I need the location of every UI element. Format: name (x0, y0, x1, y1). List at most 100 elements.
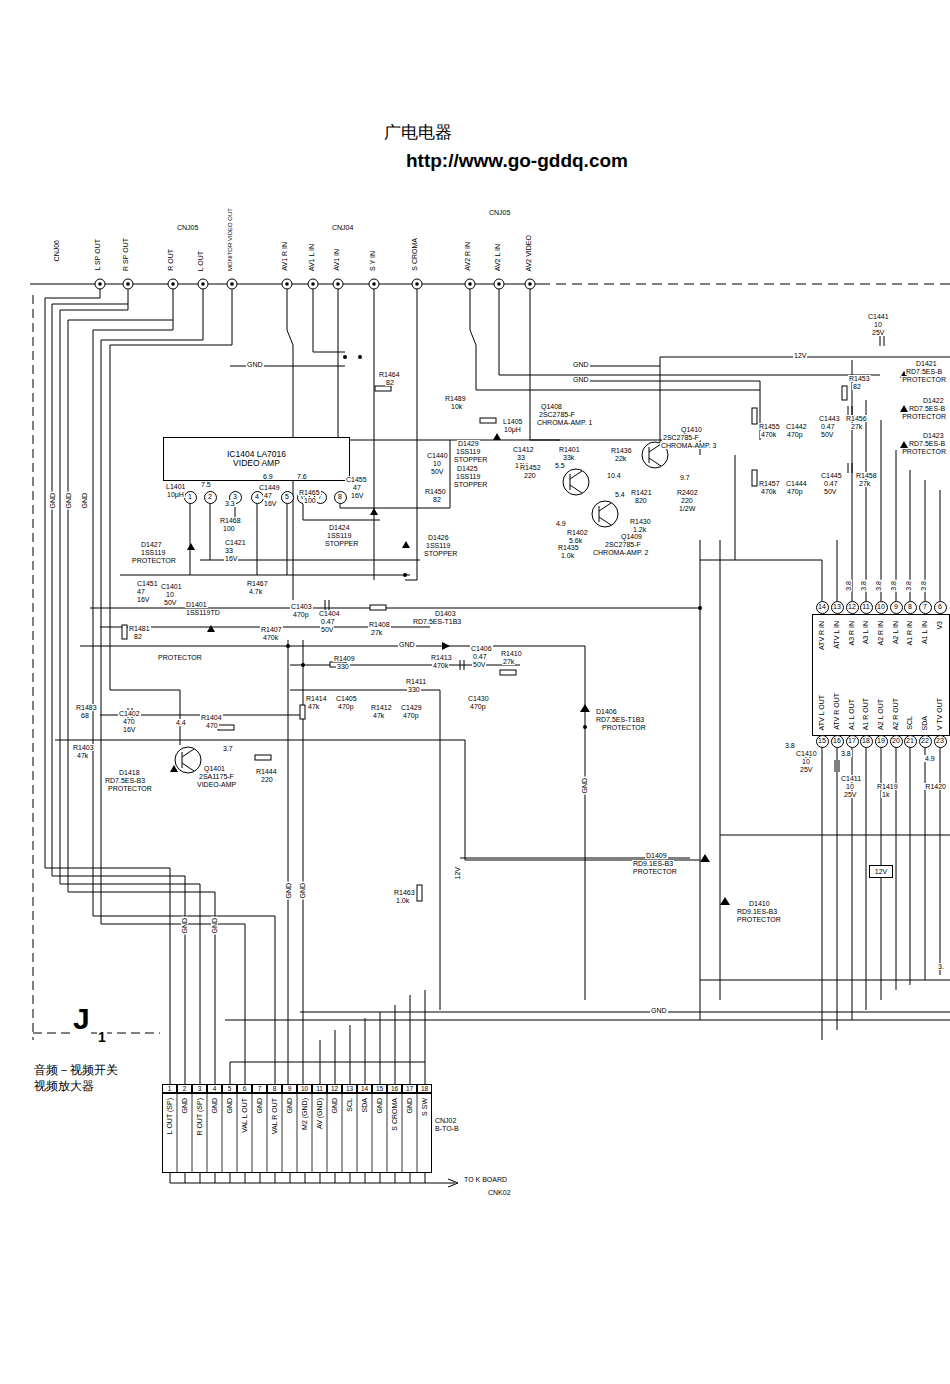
component-label: 10 (165, 591, 175, 598)
connector-pin: 8 (267, 1084, 282, 1093)
column-divider (297, 1094, 298, 1172)
component-label: R1452 (519, 464, 542, 471)
pin-name: AV (GND) (316, 1097, 323, 1130)
component-label: 7.5 (200, 481, 212, 488)
pin-name: VAL L OUT (241, 1097, 248, 1134)
pin-number: 16 (388, 1085, 401, 1092)
pin-name: SDA (361, 1097, 368, 1113)
component-label: 50V (472, 661, 486, 668)
component-label: 82 (852, 383, 862, 390)
component-label: 470p (337, 703, 355, 710)
component-label: 470k (432, 662, 449, 669)
column-divider (312, 1094, 313, 1172)
pin-circle: 16 (831, 735, 844, 748)
pin-ring (919, 735, 931, 747)
pin-name: R OUT (SP) (196, 1097, 203, 1137)
component-label: 0.47 (823, 480, 839, 487)
component-label: GND (299, 882, 306, 900)
component-label: C1421 (224, 539, 247, 546)
component-label: GND (650, 1007, 668, 1014)
component-label: 10 (432, 460, 442, 467)
component-label: 1SS119 (455, 448, 481, 455)
column-divider (342, 1094, 343, 1172)
component-label: 16V (136, 596, 150, 603)
component-label: 220 (680, 497, 694, 504)
component-label: R1463 (393, 889, 416, 896)
pin-name: V TV OUT (936, 697, 943, 731)
component-label: 68 (80, 712, 90, 719)
component-label: PROTECTOR (157, 654, 203, 661)
component-label: 音频－视频开关 (33, 1064, 119, 1076)
pin-number: 12 (328, 1085, 341, 1092)
component-label: 1k (881, 791, 890, 798)
component-label: 25V (871, 329, 885, 336)
column-divider (192, 1094, 193, 1172)
component-label: C1445 (820, 472, 843, 479)
component-label: D1427 (140, 541, 163, 548)
component-label: R1420 (924, 783, 947, 790)
pin-name: A2 R IN (877, 620, 884, 647)
component-label: 1.0k (395, 897, 410, 904)
pin-number: 16 (831, 737, 844, 745)
pin-number: 15 (816, 737, 829, 745)
component-label: 27k (858, 480, 871, 487)
pin-number: 11 (860, 603, 873, 611)
component-label: R1453 (848, 375, 871, 382)
pin-name: GND (226, 1097, 233, 1115)
pin-name: GND (286, 1097, 293, 1115)
pin-number: 19 (875, 737, 888, 745)
component-label: RD9.1ES-B3 (632, 860, 674, 867)
component-label: 47k (372, 712, 385, 719)
component-label: R1455 (758, 423, 781, 430)
component-label: 220 (523, 472, 537, 479)
component-label: 5.6k (568, 537, 583, 544)
column-divider (177, 1094, 178, 1172)
component-label: C1403 (290, 603, 313, 610)
component-label: GND (572, 376, 590, 383)
component-label: 16V (122, 726, 136, 733)
column-divider (267, 1094, 268, 1172)
component-label: AV2 L IN (494, 243, 501, 272)
component-label: 9.7 (679, 474, 691, 481)
pin-number: 11 (313, 1085, 326, 1092)
connector-pin: 16 (387, 1084, 402, 1093)
component-label: 10 (845, 783, 855, 790)
component-label: 3.8 (860, 580, 867, 592)
pin-name: A1 L OUT (848, 698, 855, 731)
component-label: 10 (801, 758, 811, 765)
connector-dividers (163, 1094, 431, 1172)
pin-circle: 6 (934, 601, 947, 614)
component-label: RD7.5ES-B3 (104, 777, 146, 784)
component-label: PROTECTOR (107, 785, 153, 792)
component-label: R1402 (566, 529, 589, 536)
column-divider (357, 1094, 358, 1172)
pin-number: 5 (223, 1085, 236, 1092)
pin-number: 12 (846, 603, 859, 611)
component-label: 82 (432, 496, 442, 503)
component-label: 27k (370, 629, 383, 636)
component-label: R1401 (558, 446, 581, 453)
component-label: CNJ02 (434, 1117, 457, 1124)
component-label: R1468 (219, 517, 242, 524)
component-label: GND (211, 917, 218, 935)
transistor-symbols (175, 442, 668, 773)
component-label: GND (581, 777, 588, 795)
pin-number: 6 (238, 1085, 251, 1092)
pin-name: A3 L IN (862, 620, 869, 645)
pin-circle: 19 (875, 735, 888, 748)
column-divider (252, 1094, 253, 1172)
component-label: R1450 (424, 488, 447, 495)
ic-title: IC1404 LA7016 (164, 450, 349, 459)
ic-body: IC1404 LA7016VIDEO AMP (163, 437, 350, 481)
pin-number: 8 (904, 603, 917, 611)
pin-name: A2 L IN (892, 620, 899, 645)
pin-number: 18 (860, 737, 873, 745)
pin-ring (860, 735, 872, 747)
pin-name: S SW (421, 1097, 428, 1117)
component-label: C1455 (345, 476, 368, 483)
component-label: 2SC2785-F (604, 541, 642, 548)
component-label: R1414 (305, 695, 328, 702)
pin-circle: 2 (204, 491, 217, 504)
component-label: 47 (352, 484, 362, 491)
component-label: 330 (336, 663, 350, 670)
